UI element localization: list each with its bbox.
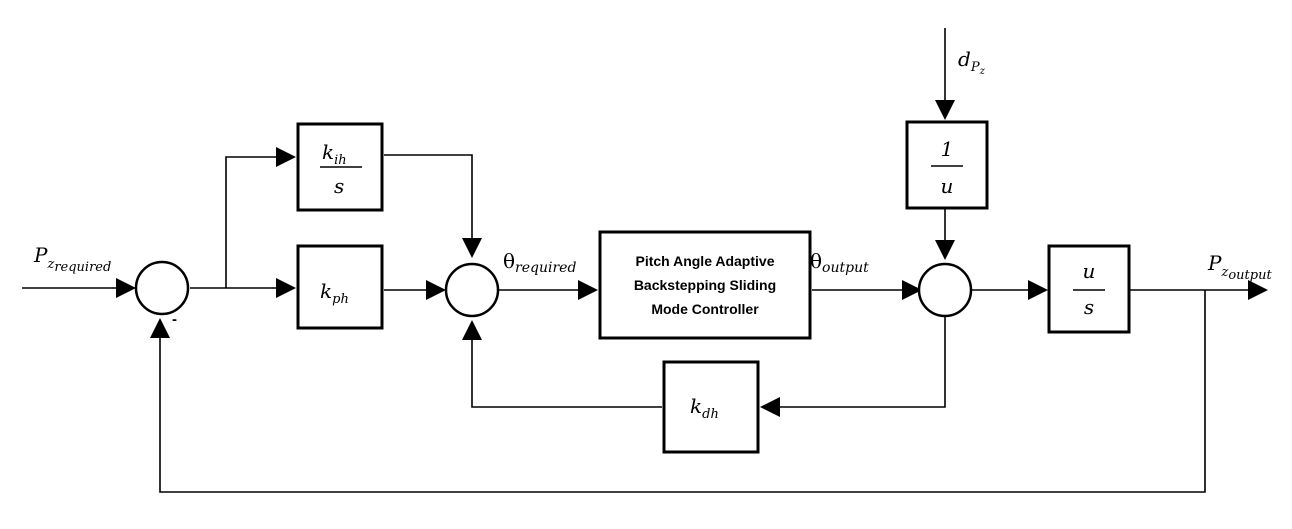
theta-required-label: θrequired [503,249,576,276]
arrowhead [426,280,446,300]
arrowhead [760,397,780,417]
minus-sign: - [172,311,177,328]
branch-to-kih-line [225,156,280,288]
summing-junction-3 [917,262,973,318]
kdh-label: kdh [690,394,719,422]
arrowhead [462,320,482,340]
main-feedback-line [159,290,1206,493]
arrowheads [116,100,1268,417]
kih-to-sum2-line [384,154,473,240]
arrowhead [116,278,136,298]
controller-block [598,230,812,340]
inv-u-block [905,120,989,210]
arrowhead [935,240,955,260]
output-signal-label: Pzoutput [1207,251,1272,283]
theta-output-label: θoutput [810,249,869,276]
summing-junction-2 [444,262,500,318]
arrowhead [150,318,170,338]
arrowhead [462,238,482,258]
inv-u-numerator: 1 [941,137,954,161]
input-signal-label: Pzrequired [33,243,111,275]
signal-lines [22,28,1250,493]
summing-junction-1 [134,260,190,316]
arrowhead [902,280,922,300]
kih-denominator: s [334,174,344,198]
arrowhead [276,278,296,298]
controller-label-line3: Mode Controller [651,301,759,317]
arrowhead [1028,280,1048,300]
inv-u-denominator: u [941,174,954,198]
kph-label: kph [320,279,349,307]
disturbance-label: dPz [958,47,986,77]
u-over-s-denominator: s [1084,295,1094,319]
kdh-block [662,360,760,454]
controller-label-line2: Backstepping Sliding [634,277,776,293]
kph-block [296,244,384,330]
arrowhead [935,100,955,120]
controller-label-line1: Pitch Angle Adaptive [636,253,775,269]
arrowhead [1248,280,1268,300]
arrowhead [578,280,598,300]
arrowhead [276,147,296,167]
sum3-to-kdh-line [778,314,946,408]
u-over-s-block [1047,244,1131,334]
u-over-s-numerator: u [1083,259,1096,283]
kih-numerator: kih [322,140,347,168]
kdh-to-sum2-line [471,338,662,408]
